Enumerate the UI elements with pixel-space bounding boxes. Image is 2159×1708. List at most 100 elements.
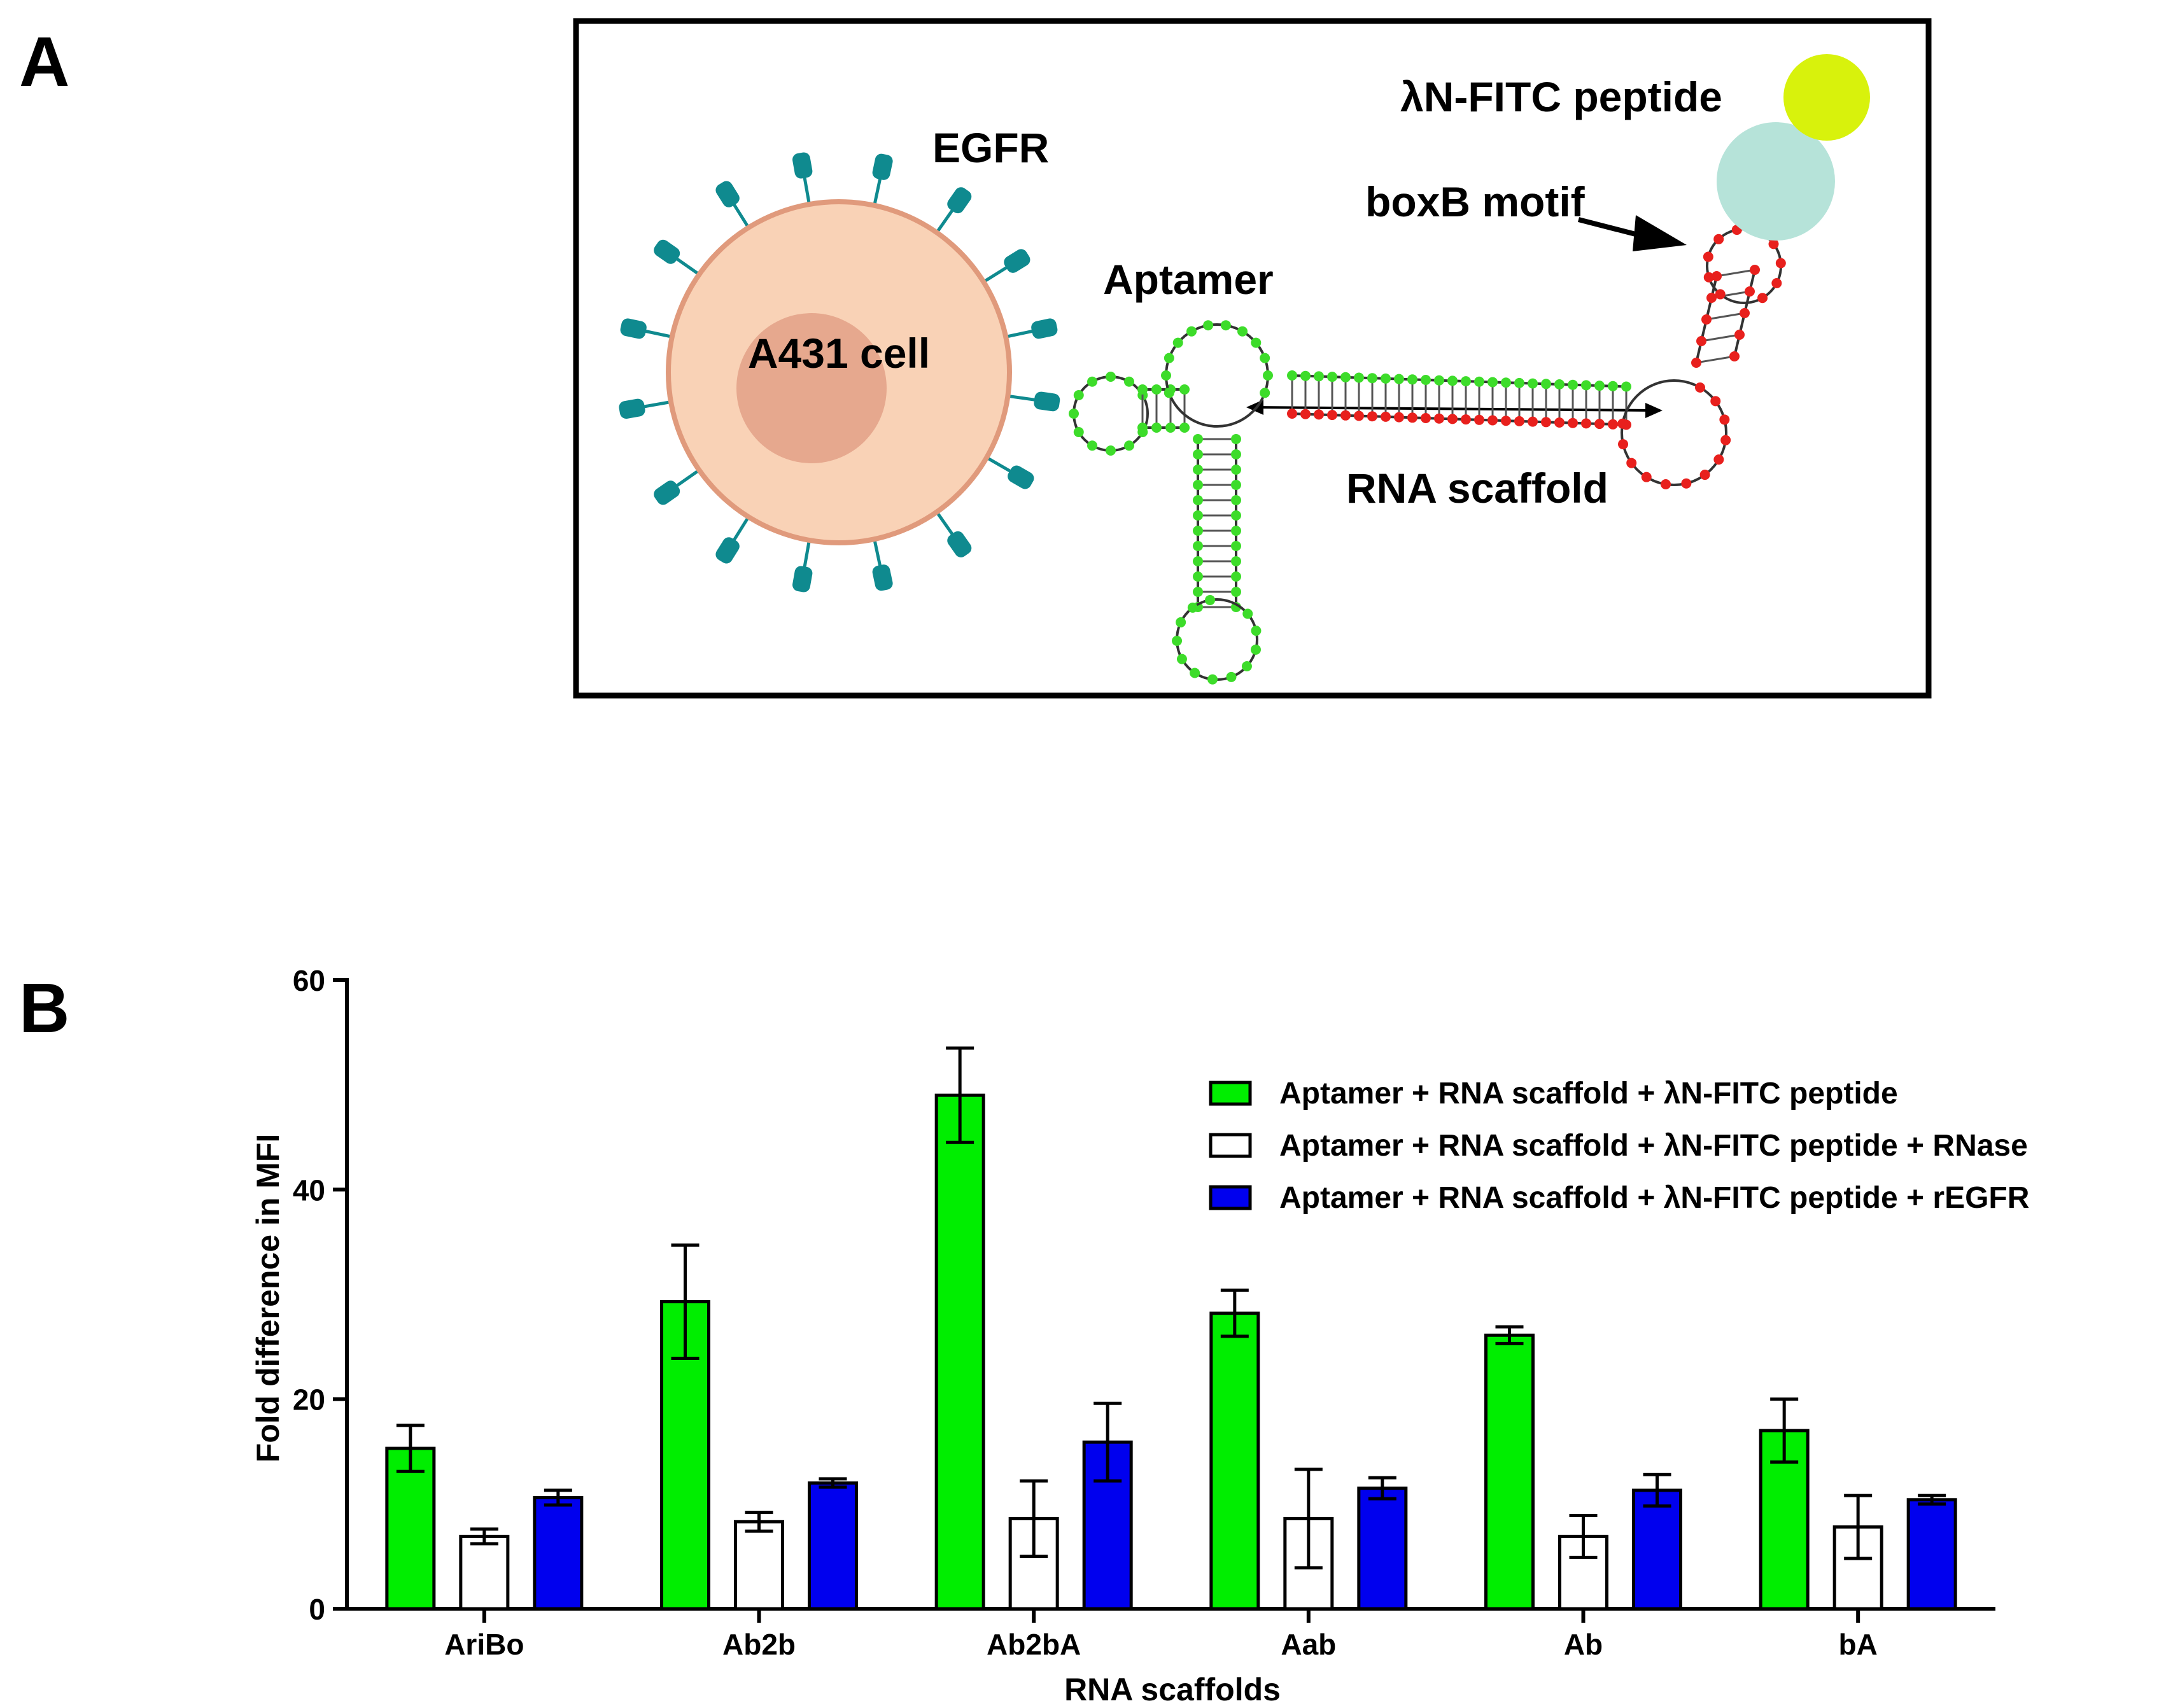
nucleotide — [1164, 388, 1174, 398]
nucleotide — [1251, 626, 1262, 636]
egfr-receptor — [1008, 465, 1034, 489]
nucleotide — [1087, 440, 1097, 451]
nucleotide — [1137, 423, 1148, 433]
nucleotide — [1487, 377, 1498, 388]
y-axis-title: Fold difference in MFI — [250, 1134, 286, 1463]
nucleotide — [1447, 414, 1458, 424]
nucleotide — [1421, 413, 1431, 423]
base-pair — [1701, 333, 1740, 342]
nucleotide — [1151, 423, 1162, 433]
legend-swatch — [1209, 1185, 1252, 1210]
nucleotide — [1681, 478, 1692, 489]
nucleotide — [1712, 271, 1722, 281]
nucleotide — [1706, 293, 1717, 303]
nucleotide — [1231, 449, 1241, 459]
nucleotide — [1231, 556, 1241, 566]
x-tick-label: Ab — [1564, 1628, 1603, 1661]
rna-structure — [1069, 225, 1786, 685]
egfr-receptor — [947, 531, 972, 557]
nucleotide — [1231, 571, 1241, 582]
nucleotide — [1434, 375, 1444, 386]
nucleotide — [1172, 635, 1183, 646]
cell-label: A431 cell — [748, 330, 930, 377]
nucleotide — [1394, 412, 1404, 423]
bar — [808, 1481, 858, 1611]
diagram-frame — [573, 18, 1932, 699]
nucleotide — [1514, 416, 1524, 426]
nucleotide — [1263, 370, 1273, 381]
base-pair — [1706, 312, 1745, 321]
panel-a-label: A — [19, 23, 69, 101]
nucleotide — [1554, 379, 1565, 389]
nucleotide — [1137, 384, 1148, 395]
nucleotide — [1594, 381, 1605, 391]
nucleotide — [1771, 278, 1782, 289]
nucleotide — [1354, 372, 1364, 383]
nucleotide — [1541, 417, 1551, 428]
nucleotide — [1501, 416, 1511, 426]
nucleotide — [1287, 370, 1297, 381]
y-tick-label: 60 — [293, 964, 325, 997]
nucleotide — [1381, 373, 1391, 384]
nucleotide — [1193, 449, 1203, 459]
legend-entry: Aptamer + RNA scaffold + λN-FITC peptide — [1279, 1077, 1898, 1110]
nucleotide — [1340, 372, 1351, 382]
nucleotide — [1541, 379, 1551, 389]
nucleotide — [1193, 571, 1203, 582]
nucleotide — [1710, 396, 1721, 407]
nucleotide — [1421, 375, 1431, 385]
nucleotide — [1617, 418, 1628, 429]
nucleotide — [1568, 379, 1578, 390]
nucleotide — [1608, 419, 1618, 430]
nucleotide — [1193, 510, 1203, 521]
nucleotide — [1193, 434, 1203, 444]
legend-swatch — [1209, 1081, 1252, 1106]
nucleotide — [1719, 414, 1730, 425]
x-tick-label: Aab — [1281, 1628, 1336, 1661]
bar — [934, 1093, 985, 1611]
nucleotide — [1260, 353, 1270, 363]
nucleotide — [1729, 351, 1740, 361]
nucleotide — [1695, 382, 1705, 393]
boxb-arrowhead — [1633, 215, 1687, 251]
nucleotide — [1407, 412, 1417, 423]
nucleotide — [1207, 674, 1218, 685]
nucleotide — [1251, 337, 1262, 348]
egfr-receptor — [1034, 391, 1060, 412]
nucleotide — [1186, 326, 1197, 337]
nucleotide — [1768, 239, 1779, 249]
bar — [734, 1520, 784, 1611]
boxb-label: boxB motif — [1365, 178, 1586, 225]
x-tick-label: Ab2b — [722, 1628, 796, 1661]
legend: Aptamer + RNA scaffold + λN-FITC peptide… — [1209, 1077, 2029, 1215]
egfr-receptor — [654, 480, 680, 505]
aptamer-label: Aptamer — [1103, 256, 1274, 303]
nucleotide — [1367, 373, 1377, 384]
legend-entry: Aptamer + RNA scaffold + λN-FITC peptide… — [1279, 1129, 2028, 1163]
nucleotide — [1203, 320, 1214, 331]
nucleotide — [1073, 390, 1084, 400]
nucleotide — [1734, 330, 1745, 340]
egfr-receptor — [792, 152, 813, 179]
nucleotide — [1250, 644, 1261, 655]
nucleotide — [1367, 411, 1377, 422]
nucleotide — [1696, 336, 1706, 346]
scaffold-label: RNA scaffold — [1346, 465, 1608, 512]
nucleotide — [1237, 326, 1248, 337]
nucleotide — [1241, 661, 1252, 672]
nucleotide — [1699, 470, 1710, 480]
nucleotide — [1581, 418, 1591, 429]
x-tick-label: AriBo — [444, 1628, 524, 1661]
nucleotide — [1260, 388, 1270, 398]
panel-b-label: B — [19, 969, 69, 1047]
egfr-receptor — [715, 181, 740, 207]
legend-swatch — [1209, 1133, 1252, 1158]
fitc-dye — [1783, 54, 1870, 141]
nucleotide — [1641, 472, 1652, 482]
y-tick-label: 40 — [293, 1173, 325, 1207]
nucleotide — [1528, 416, 1538, 427]
nucleotide — [1106, 445, 1116, 456]
nucleotide — [1231, 495, 1241, 505]
